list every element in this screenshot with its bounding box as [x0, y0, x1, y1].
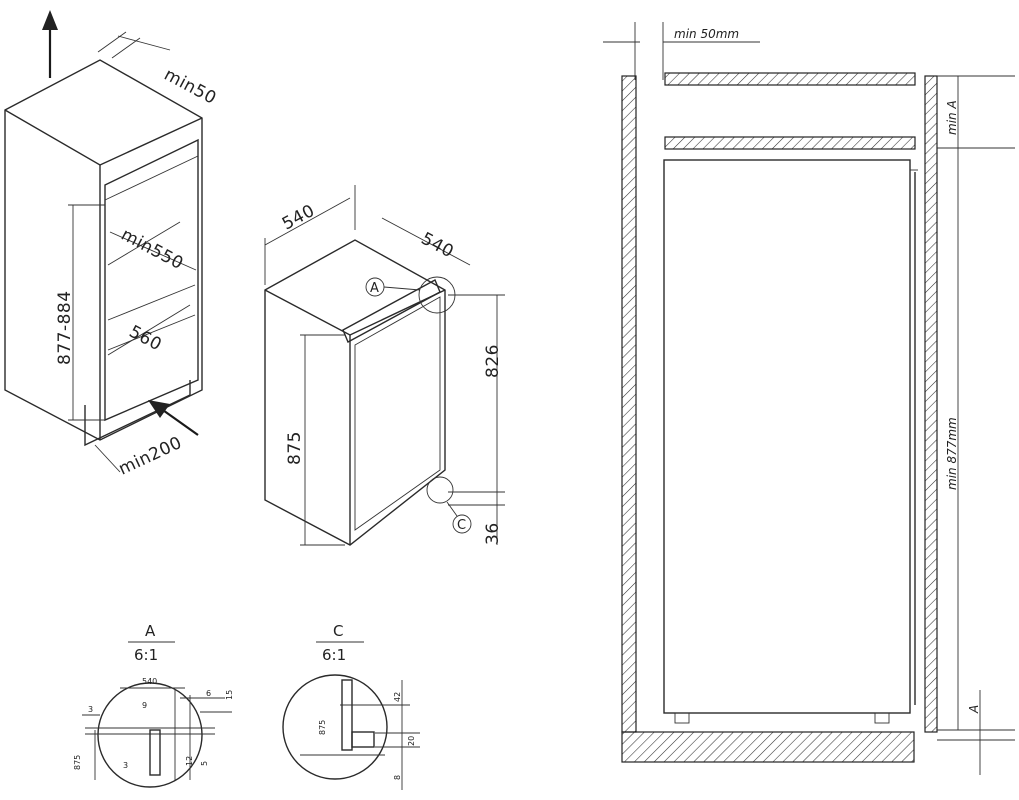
- min877mm-label: min 877mm: [945, 417, 959, 490]
- detail-a-9: 9: [142, 701, 147, 710]
- cabinet-outline: [4, 59, 203, 441]
- callout-leader-a: [383, 286, 421, 291]
- depth-dim-line: [381, 217, 471, 266]
- right-wall: [924, 75, 938, 733]
- A-label: A: [967, 705, 981, 714]
- width-label: 540: [279, 201, 318, 235]
- app-height-label: 875: [285, 431, 305, 465]
- section-view: min 50mm min A min 877mm A: [603, 22, 1015, 775]
- floor-slab: [621, 731, 915, 763]
- detail-a-875: 875: [73, 755, 82, 770]
- callout-circle-c: [426, 476, 454, 504]
- detail-a-title: A: [145, 622, 156, 640]
- door-panel: [354, 296, 441, 531]
- top-shelf: [664, 72, 916, 86]
- detail-a-circle: [97, 682, 203, 788]
- callout-label-c: C: [457, 518, 466, 533]
- detail-c-circle: [282, 674, 388, 780]
- callout-leader-c: [446, 501, 458, 517]
- appliance-outline: [264, 239, 446, 546]
- arrow-head-up: [42, 10, 58, 30]
- detail-a-scale: 6:1: [134, 646, 158, 664]
- depth-label: 540: [418, 229, 457, 263]
- d560-dim-line-a: [107, 284, 196, 321]
- min50-dim-line: [117, 35, 171, 51]
- min50-ext-1: [97, 31, 127, 53]
- inlet-arrow-line: [159, 407, 199, 436]
- detail-a-12: 12: [185, 756, 194, 766]
- min550-dim-line: [109, 231, 197, 271]
- detail-a-540: 540: [142, 677, 157, 686]
- detail-a-6: 6: [206, 689, 211, 698]
- min200-ext: [94, 444, 121, 473]
- d560-label: 560: [126, 322, 165, 356]
- detail-c-door-edge: [341, 679, 353, 751]
- minA-label: min A: [945, 100, 959, 135]
- cabinet-view: min50 877-884 min550 560 min200: [4, 10, 220, 480]
- niche-inner-lines: [107, 221, 191, 356]
- niche-inner-top: [104, 155, 199, 201]
- callout-bubble-c: [452, 514, 472, 534]
- detail-c: C 6:1 875 42 20 8: [282, 622, 420, 790]
- detail-a: A 6:1 540 6 15 3 9 875 3 12 5: [73, 622, 234, 788]
- dim-826-label: 826: [483, 344, 503, 378]
- width-dim-line: [264, 197, 351, 246]
- min50-ext-2: [111, 37, 141, 59]
- detail-a-3-top: 3: [88, 705, 93, 714]
- left-wall: [621, 75, 637, 733]
- cabinet-top-edge: [4, 109, 203, 166]
- detail-c-42: 42: [393, 692, 402, 702]
- dim-36-label: 36: [483, 522, 503, 545]
- foot-left: [674, 712, 690, 724]
- detail-a-3-bot: 3: [123, 761, 128, 770]
- detail-c-scale: 6:1: [322, 646, 346, 664]
- appliance-view: 540 540 875 826 36 A C: [264, 185, 505, 546]
- height-range-label: 877-884: [55, 290, 75, 365]
- detail-c-875: 875: [318, 720, 327, 735]
- min50mm-label: min 50mm: [674, 27, 739, 41]
- appliance-top-edge: [264, 289, 446, 336]
- callout-circle-a: [418, 276, 456, 314]
- min200-label: min200: [116, 433, 186, 480]
- min50-label: min50: [161, 65, 220, 109]
- callout-label-a: A: [370, 281, 379, 296]
- detail-c-8: 8: [393, 775, 402, 780]
- upper-shelf: [664, 136, 916, 150]
- detail-a-15: 15: [225, 690, 234, 700]
- door-top-strip: [342, 279, 441, 343]
- niche-opening: [104, 138, 199, 422]
- detail-c-hinge: [351, 731, 375, 748]
- min550-label: min550: [118, 225, 187, 274]
- d560-dim-line-b: [107, 314, 196, 351]
- appliance-side: [663, 159, 911, 714]
- detail-a-door-edge: [149, 729, 161, 776]
- detail-c-20: 20: [407, 736, 416, 746]
- inlet-arrow-head: [148, 400, 170, 418]
- plinth: [84, 380, 191, 447]
- foot-right: [874, 712, 890, 724]
- detail-a-5: 5: [200, 761, 209, 766]
- detail-c-title: C: [333, 622, 343, 640]
